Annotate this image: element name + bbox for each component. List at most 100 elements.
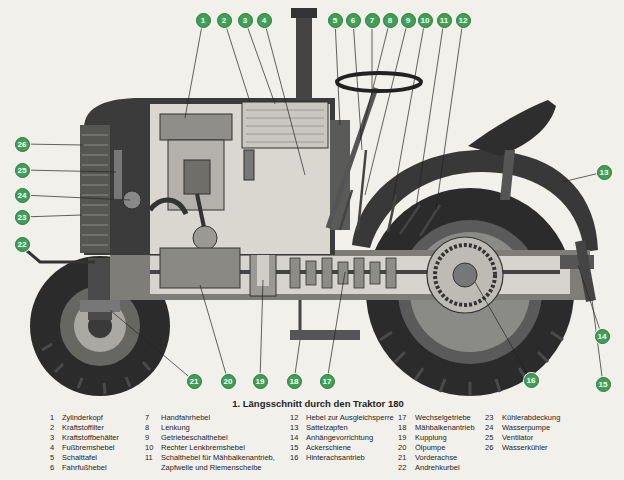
key-part-name: Kraftstoffbehälter [62, 433, 140, 443]
callout-number-text: 19 [256, 377, 265, 386]
key-part-name: Kupplung [415, 433, 485, 443]
callout-number-text: 26 [18, 140, 27, 149]
callout-number-text: 8 [388, 16, 392, 25]
callout-number-text: 13 [600, 168, 609, 177]
callout-number: 6 [346, 13, 361, 28]
key-part-name: Hinterachsantrieb [306, 453, 394, 463]
callout-number-text: 3 [243, 16, 247, 25]
key-part-name: Ackerschiene [306, 443, 394, 453]
callout-number: 22 [15, 237, 30, 252]
callout-number: 18 [287, 374, 302, 389]
key-number: 17 [398, 413, 406, 423]
callout-number-text: 11 [440, 16, 448, 25]
key-number: 25 [485, 433, 493, 443]
key-part-name: Mähbalkenantrieb [415, 423, 485, 433]
key-part-name: Ventilator [502, 433, 622, 443]
callout-number-text: 22 [18, 240, 27, 249]
callout-number-text: 5 [333, 16, 337, 25]
key-part-name: Kraftstoffilter [62, 423, 140, 433]
key-part-name: Fahrfußhebel [62, 463, 140, 473]
key-number: 3 [50, 433, 54, 443]
callout-number: 15 [596, 377, 611, 392]
callout-number: 14 [595, 329, 610, 344]
callout-number: 4 [257, 13, 272, 28]
key-number: 13 [290, 423, 298, 433]
callout-number: 9 [401, 13, 416, 28]
key-part-name: Zylinderkopf [62, 413, 140, 423]
callout-number: 25 [15, 163, 30, 178]
key-number: 20 [398, 443, 406, 453]
key-part-name: Lenkung [161, 423, 289, 433]
callout-number-text: 18 [290, 377, 299, 386]
callout-number: 2 [217, 13, 232, 28]
key-number: 8 [145, 423, 149, 433]
callout-number-text: 21 [190, 377, 199, 386]
key-part-name: Kühlerabdeckung [502, 413, 622, 423]
key-number: 16 [290, 453, 298, 463]
key-number: 24 [485, 423, 493, 433]
callout-number: 23 [15, 210, 30, 225]
callout-number-text: 4 [262, 16, 266, 25]
key-part-name: Getriebeschalthebel [161, 433, 289, 443]
callout-number: 24 [15, 188, 30, 203]
key-number: 1 [50, 413, 54, 423]
callout-number: 10 [418, 13, 433, 28]
key-part-name: Wasserkühler [502, 443, 622, 453]
key-number: 10 [145, 443, 153, 453]
key-part-name: Wasserpumpe [502, 423, 622, 433]
key-part-name: Ölpumpe [415, 443, 485, 453]
key-part-name: Handfahrhebel [161, 413, 289, 423]
callout-number-text: 15 [599, 380, 608, 389]
key-number: 11 [145, 453, 153, 463]
callout-number-text: 9 [406, 16, 410, 25]
callout-number: 3 [238, 13, 253, 28]
key-number: 9 [145, 433, 149, 443]
callout-number-text: 14 [598, 332, 607, 341]
key-number: 18 [398, 423, 406, 433]
callout-number: 16 [524, 373, 539, 388]
key-number: 23 [485, 413, 493, 423]
callout-number-text: 7 [370, 16, 374, 25]
callout-number-text: 20 [224, 377, 233, 386]
callout-number: 26 [15, 137, 30, 152]
key-part-name: Fußbremshebel [62, 443, 140, 453]
callout-number-text: 24 [18, 191, 27, 200]
key-number: 2 [50, 423, 54, 433]
key-part-name: Sattelzapfen [306, 423, 394, 433]
callout-number: 21 [187, 374, 202, 389]
key-number: 7 [145, 413, 149, 423]
key-number: 5 [50, 453, 54, 463]
key-number: 26 [485, 443, 493, 453]
callout-number-text: 23 [18, 213, 27, 222]
callout-number: 7 [365, 13, 380, 28]
callout-number: 19 [253, 374, 268, 389]
callout-number: 20 [221, 374, 236, 389]
key-number: 22 [398, 463, 406, 473]
callout-number-text: 12 [459, 16, 468, 25]
key-number: 15 [290, 443, 298, 453]
key-number: 19 [398, 433, 406, 443]
callout-number-text: 1 [201, 16, 205, 25]
key-part-name: Schalthebel für Mähbalkenantrieb, Zapfwe… [161, 453, 289, 473]
callout-number-text: 6 [351, 16, 355, 25]
key-part-name: Vorderachse [415, 453, 485, 463]
callout-number-text: 2 [222, 16, 226, 25]
key-number: 14 [290, 433, 298, 443]
key-part-name: Andrehkurbel [415, 463, 485, 473]
key-part-name: Hebel zur Ausgleichsperre [306, 413, 394, 423]
key-number: 4 [50, 443, 54, 453]
callout-number: 13 [597, 165, 612, 180]
figure-title: 1. Längsschnitt durch den Traktor 180 [232, 398, 404, 410]
callout-number: 11 [437, 13, 452, 28]
callout-number-text: 25 [18, 166, 27, 175]
callout-number-text: 10 [421, 16, 430, 25]
callout-number-text: 17 [323, 377, 332, 386]
callout-number-text: 16 [527, 376, 536, 385]
key-number: 6 [50, 463, 54, 473]
key-part-name: Schalttafel [62, 453, 140, 463]
key-number: 12 [290, 413, 298, 423]
key-part-name: Wechselgetriebe [415, 413, 485, 423]
callout-number: 5 [328, 13, 343, 28]
callout-number: 8 [383, 13, 398, 28]
